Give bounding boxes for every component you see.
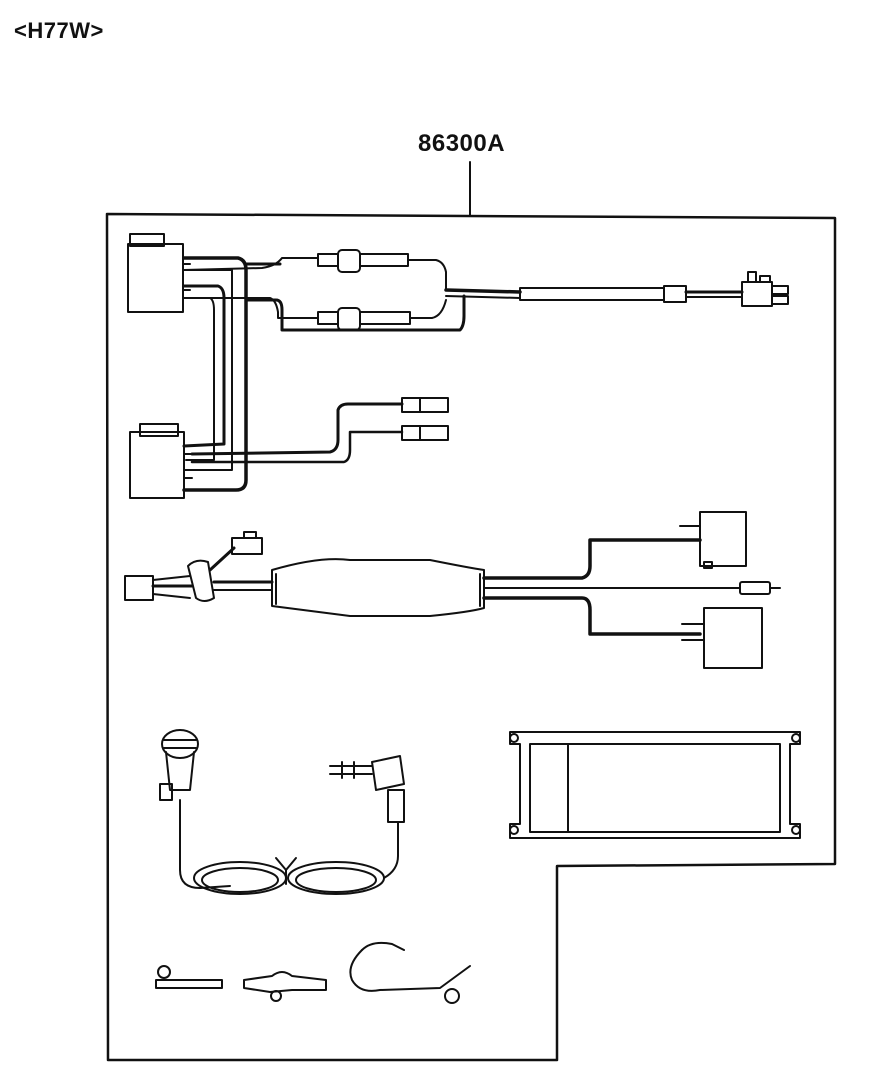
inline-fuse-lower: [317, 307, 411, 331]
module-harness: [124, 511, 781, 669]
part-number-label: 86300A: [418, 130, 506, 157]
top-wiring-harness: [127, 233, 789, 499]
model-code-label: <H77W>: [14, 18, 104, 43]
spade-terminals: [401, 397, 449, 441]
audio-plug-icon: [329, 755, 405, 823]
connector-right-upper: [679, 511, 747, 569]
connector-top-right: [741, 271, 789, 307]
connector-right-lower: [681, 607, 763, 669]
cable-tie: [155, 965, 223, 989]
connector-left-small: [124, 575, 194, 601]
inline-fuse-upper: [317, 249, 409, 273]
assembly-frame: [105, 212, 837, 1062]
control-module: [271, 558, 485, 617]
connector-mid-left: [129, 423, 193, 499]
microphone-assembly: [159, 729, 405, 895]
microphone-icon: [159, 729, 199, 801]
harness-vertical-bundle: [182, 256, 248, 492]
spring-clip: [349, 941, 471, 1004]
harness-sleeve: [519, 287, 665, 301]
wire-clip: [243, 971, 327, 1002]
bullet-terminal: [739, 581, 781, 595]
connector-top-left: [127, 233, 191, 313]
mounting-bracket: [509, 731, 801, 839]
coiled-cable: [193, 857, 385, 895]
connector-top-small: [231, 531, 263, 555]
